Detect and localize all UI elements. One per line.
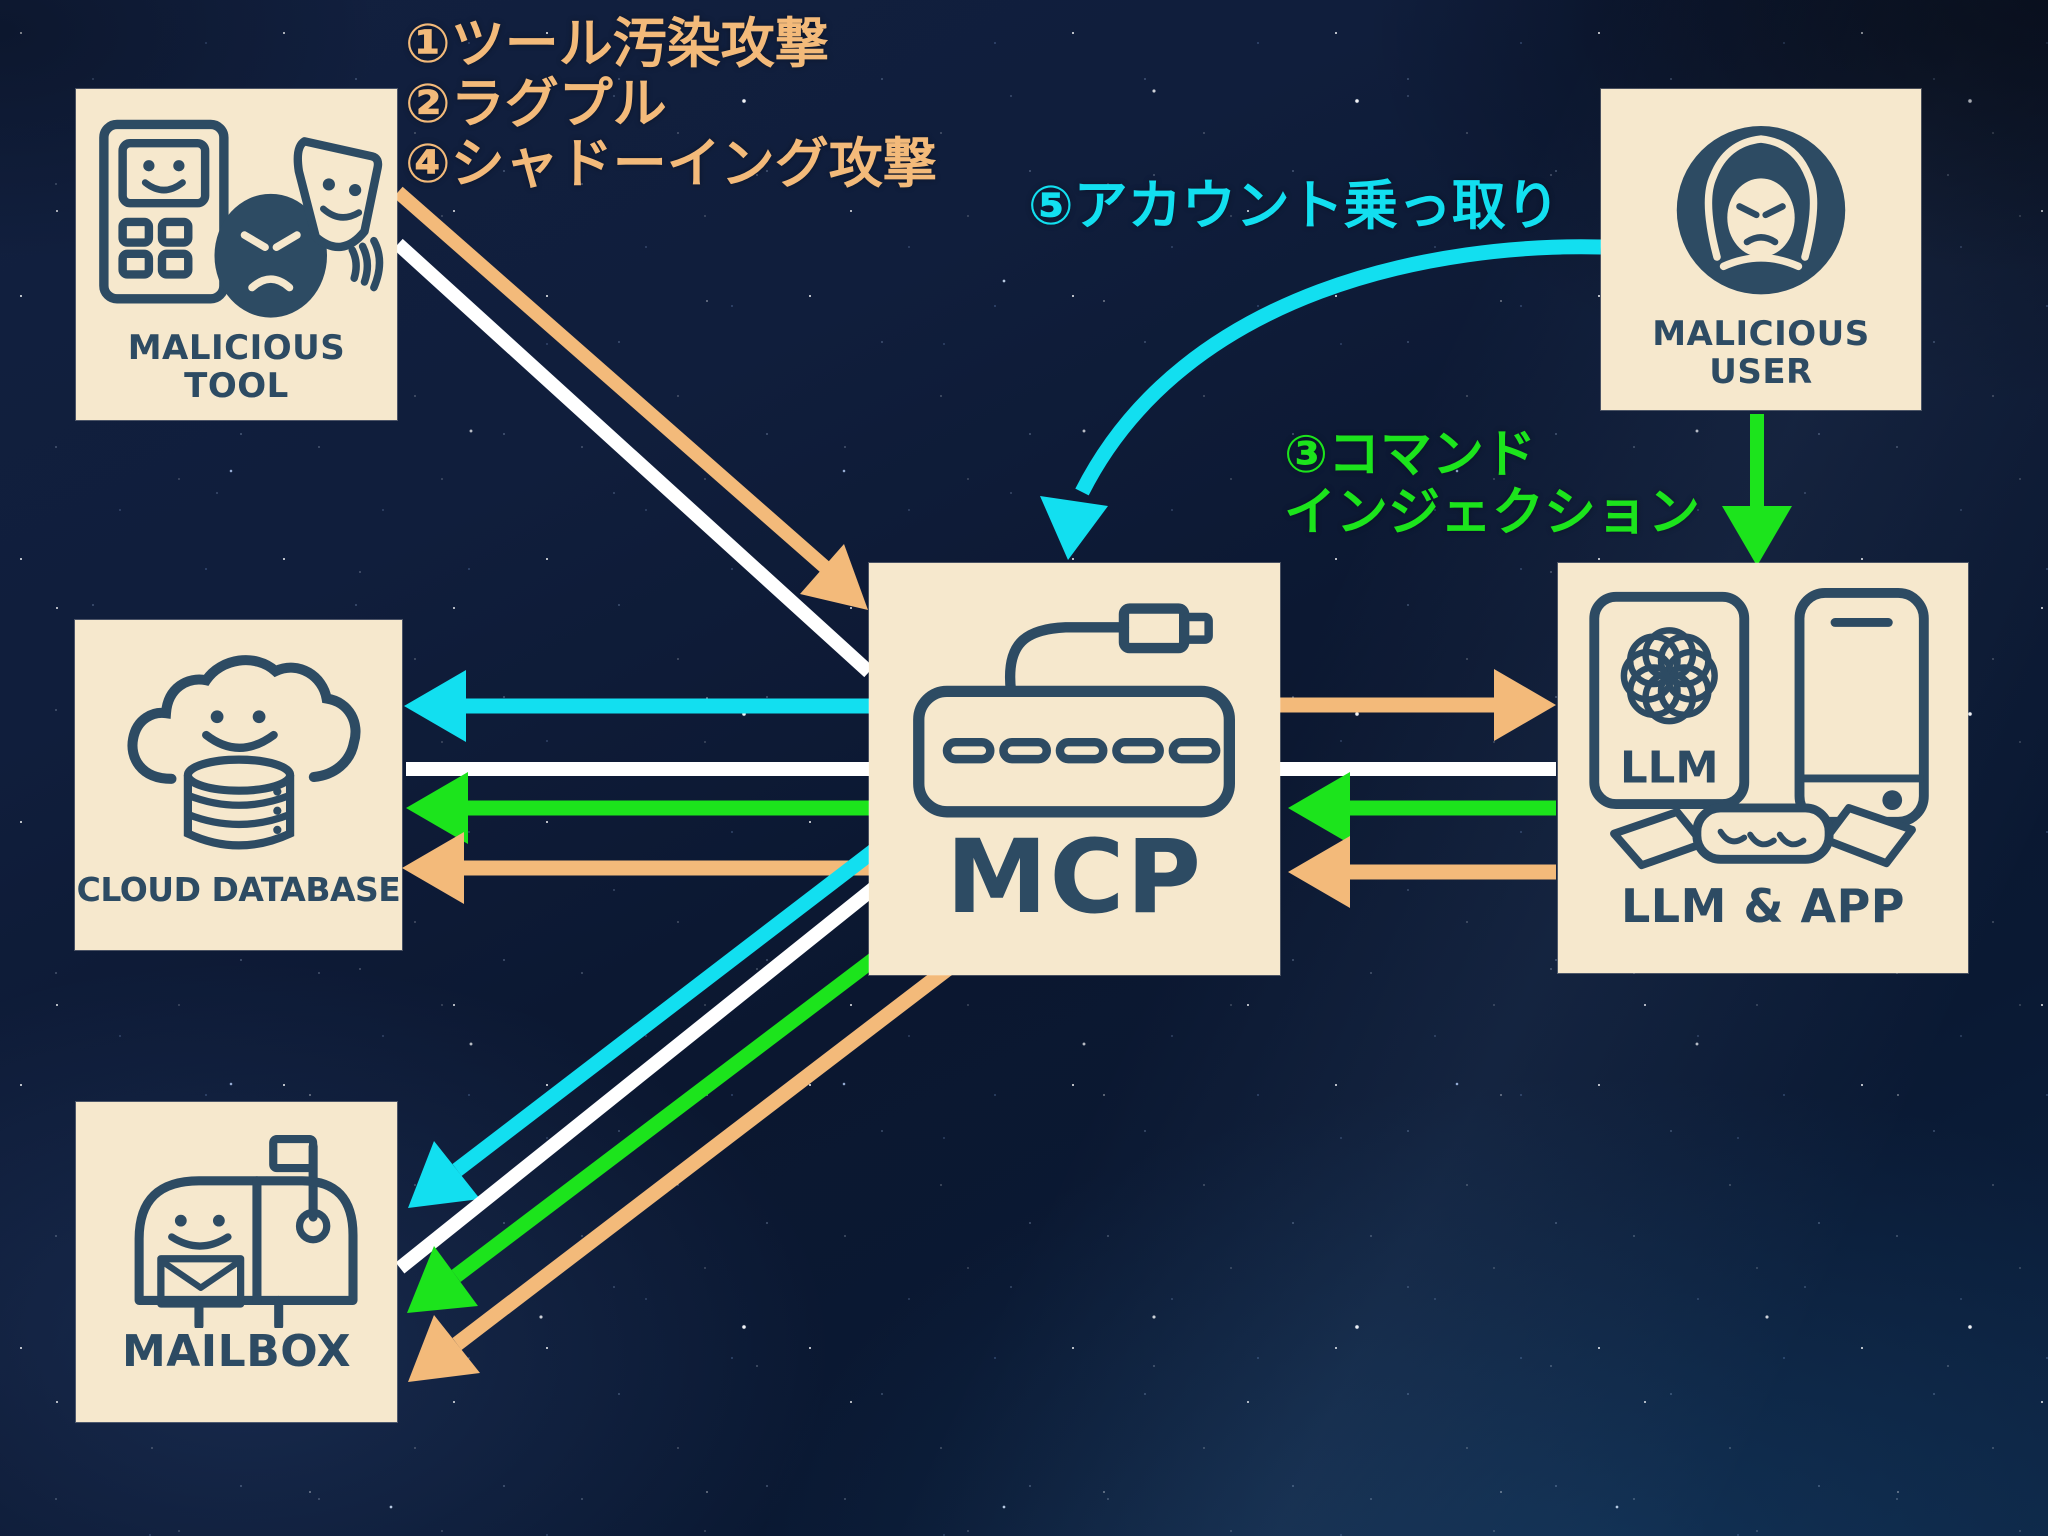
cloud-database-label: CLOUD DATABASE (76, 870, 401, 909)
cloud-database-icon (126, 655, 360, 850)
mcp-node: MCP (869, 563, 1280, 975)
llm-app-label: LLM & APP (1620, 879, 1906, 933)
arrow-llm-to-mcp-green (1288, 772, 1556, 844)
malicious-user-label-line1: MALICIOUS (1652, 314, 1870, 354)
arrow-llm-to-mcp-orange (1288, 836, 1556, 908)
account-takeover-label: ⑤アカウント乗っ取り (1028, 174, 1560, 237)
malicious-tool-node: MALICIOUS TOOL (76, 89, 397, 420)
line-tool-to-mcp-white (393, 238, 874, 678)
arrow-mcp-to-cloud-green (406, 772, 875, 844)
hooded-user-icon (1676, 125, 1846, 295)
mailbox-node: MAILBOX (76, 1102, 397, 1422)
usb-hub-icon (912, 603, 1235, 818)
attack-label-shadowing: ④シャドーイング攻撃 (405, 132, 937, 195)
malicious-user-label-line2: USER (1709, 352, 1813, 392)
arrow-mcp-to-mailbox-orange (408, 919, 1010, 1382)
malicious-user-node: MALICIOUS USER (1601, 89, 1921, 410)
mailbox-label: MAILBOX (121, 1326, 352, 1377)
command-injection-labels: ③コマンド インジェクション (1284, 426, 1700, 542)
mcp-label: MCP (945, 818, 1204, 937)
tool-attack-labels: ①ツール汚染攻撃 ②ラグプル ④シャドーイング攻撃 (405, 14, 937, 194)
calculator-mask-icon (98, 119, 383, 318)
mailbox-icon (134, 1135, 358, 1328)
arrow-user-to-llm-green (1722, 414, 1792, 566)
cloud-database-node: CLOUD DATABASE (75, 620, 402, 950)
arrow-mcp-to-cloud-orange (402, 832, 875, 904)
arrow-mcp-to-cloud-cyan (404, 670, 875, 742)
llm-app-node: LLM LLM & APP (1558, 563, 1968, 973)
malicious-tool-label-line1: MALICIOUS (127, 328, 346, 368)
attack-label-rug-pull: ②ラグプル (405, 72, 667, 135)
malicious-tool-label-line2: TOOL (184, 366, 289, 406)
attack-label-command-injection-line1: ③コマンド (1284, 425, 1537, 485)
llm-phone-handshake-icon: LLM (1589, 587, 1929, 870)
handshake-icon (1610, 803, 1916, 870)
spiral-knot-icon (1620, 627, 1718, 725)
attack-label-tool-poisoning: ①ツール汚染攻撃 (405, 12, 829, 75)
arrow-tool-to-mcp-orange (393, 186, 868, 610)
attack-label-command-injection-line2: インジェクション (1284, 483, 1701, 543)
arrow-mcp-to-llm-orange (1274, 669, 1556, 741)
llm-chip-label: LLM (1620, 743, 1719, 793)
